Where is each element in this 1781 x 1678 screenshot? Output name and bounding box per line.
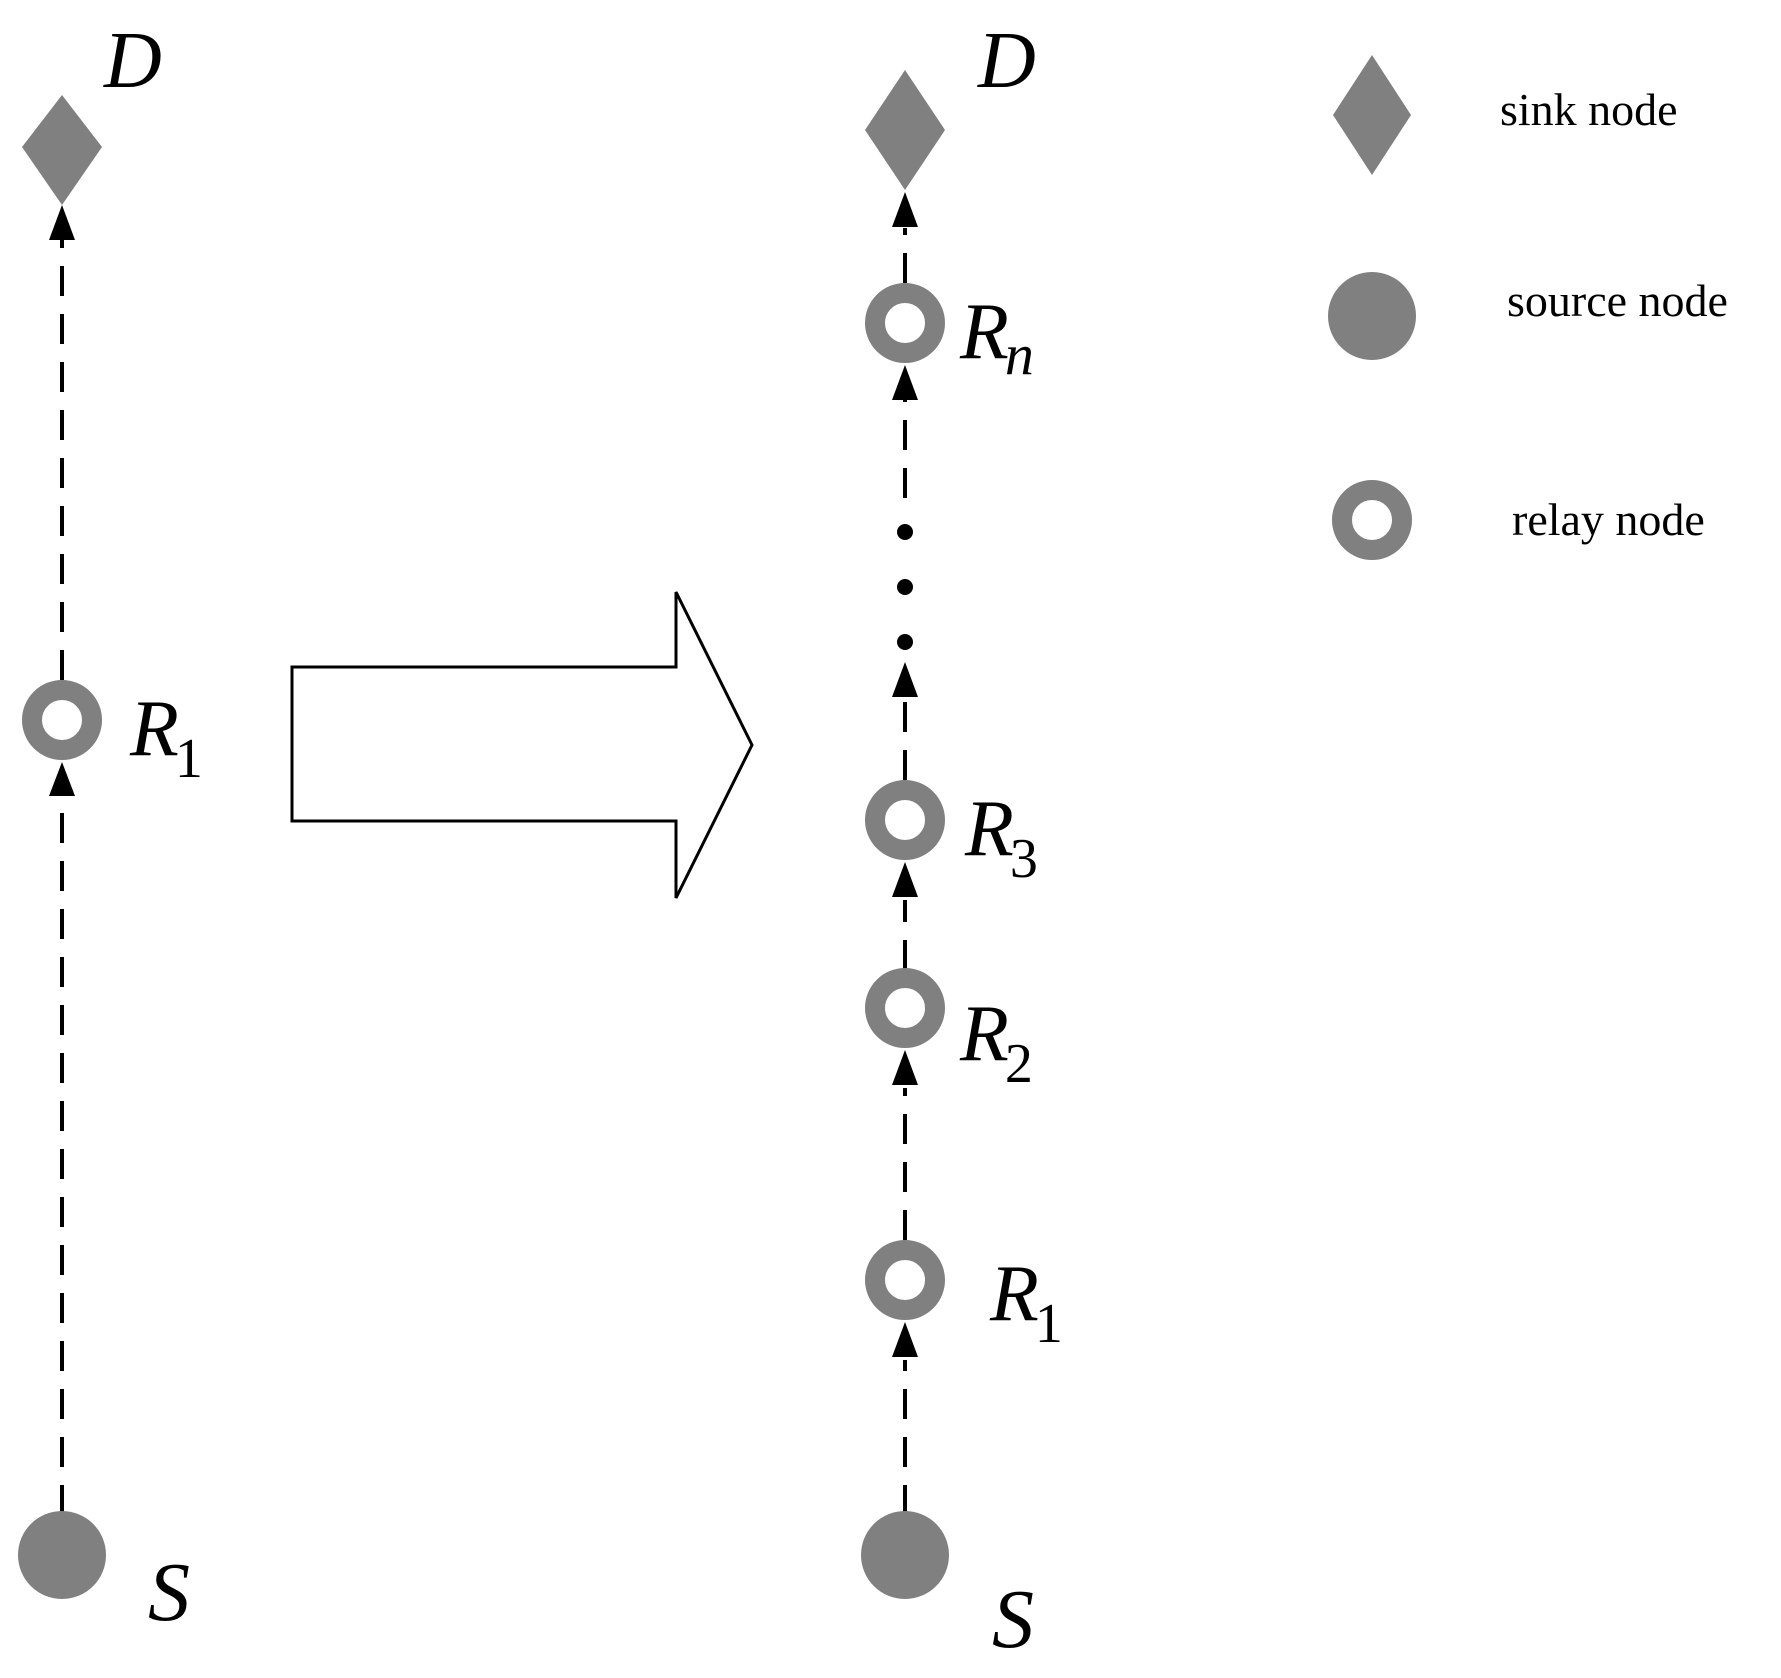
relay-label-subscript: n bbox=[1005, 322, 1034, 387]
source-label: S bbox=[148, 1546, 190, 1639]
relay-label-subscript: 3 bbox=[1010, 828, 1038, 890]
relay-node-ring-icon bbox=[22, 680, 102, 760]
arrow-head bbox=[892, 365, 918, 400]
source-label: S bbox=[992, 1573, 1034, 1666]
relay-label-r2: R2 bbox=[959, 990, 1033, 1095]
arrow-head bbox=[49, 762, 75, 796]
arrow-head bbox=[892, 192, 918, 227]
sink-node-diamond-icon bbox=[865, 70, 945, 190]
source-node-filled-circle-icon bbox=[861, 1511, 949, 1599]
relay-label-subscript: 1 bbox=[175, 728, 203, 790]
relay-node-r2-ring-icon bbox=[865, 968, 945, 1048]
sink-label: D bbox=[977, 17, 1036, 105]
arrow-head bbox=[892, 1322, 918, 1357]
relay-label: R1 bbox=[129, 685, 203, 790]
relay-node-rn-ring-icon bbox=[865, 283, 945, 363]
legend-ring-icon bbox=[1332, 480, 1412, 560]
arrow-head bbox=[892, 1050, 918, 1085]
legend-label-source: source node bbox=[1507, 275, 1728, 326]
ellipsis-dot bbox=[897, 634, 913, 650]
arrow-head bbox=[892, 662, 918, 697]
relay-label-r1: R1 bbox=[989, 1250, 1063, 1355]
legend-label-relay: relay node bbox=[1512, 494, 1705, 545]
arrow-head bbox=[49, 205, 75, 240]
legend: sink node source node relay node bbox=[1328, 55, 1728, 560]
sink-label: D bbox=[103, 17, 162, 105]
source-node-filled-circle-icon bbox=[18, 1511, 106, 1599]
right-diagram: D Rn R3 R2 bbox=[861, 17, 1063, 1666]
relay-label-r3: R3 bbox=[964, 785, 1038, 890]
legend-filled-circle-icon bbox=[1328, 272, 1416, 360]
relay-label-subscript: 2 bbox=[1005, 1033, 1033, 1095]
left-diagram: D R1 S bbox=[18, 17, 203, 1639]
relay-node-r1-ring-icon bbox=[865, 1240, 945, 1320]
arrow-head bbox=[892, 862, 918, 897]
sink-node-diamond-icon bbox=[22, 95, 102, 205]
legend-diamond-icon bbox=[1333, 55, 1411, 175]
ellipsis-dot bbox=[897, 579, 913, 595]
ellipsis-dot bbox=[897, 524, 913, 540]
relay-label-subscript: 1 bbox=[1035, 1293, 1063, 1355]
transform-arrow bbox=[290, 591, 754, 899]
relay-label-rn: Rn bbox=[959, 288, 1034, 387]
relay-node-r3-ring-icon bbox=[865, 780, 945, 860]
legend-label-sink: sink node bbox=[1500, 84, 1678, 135]
